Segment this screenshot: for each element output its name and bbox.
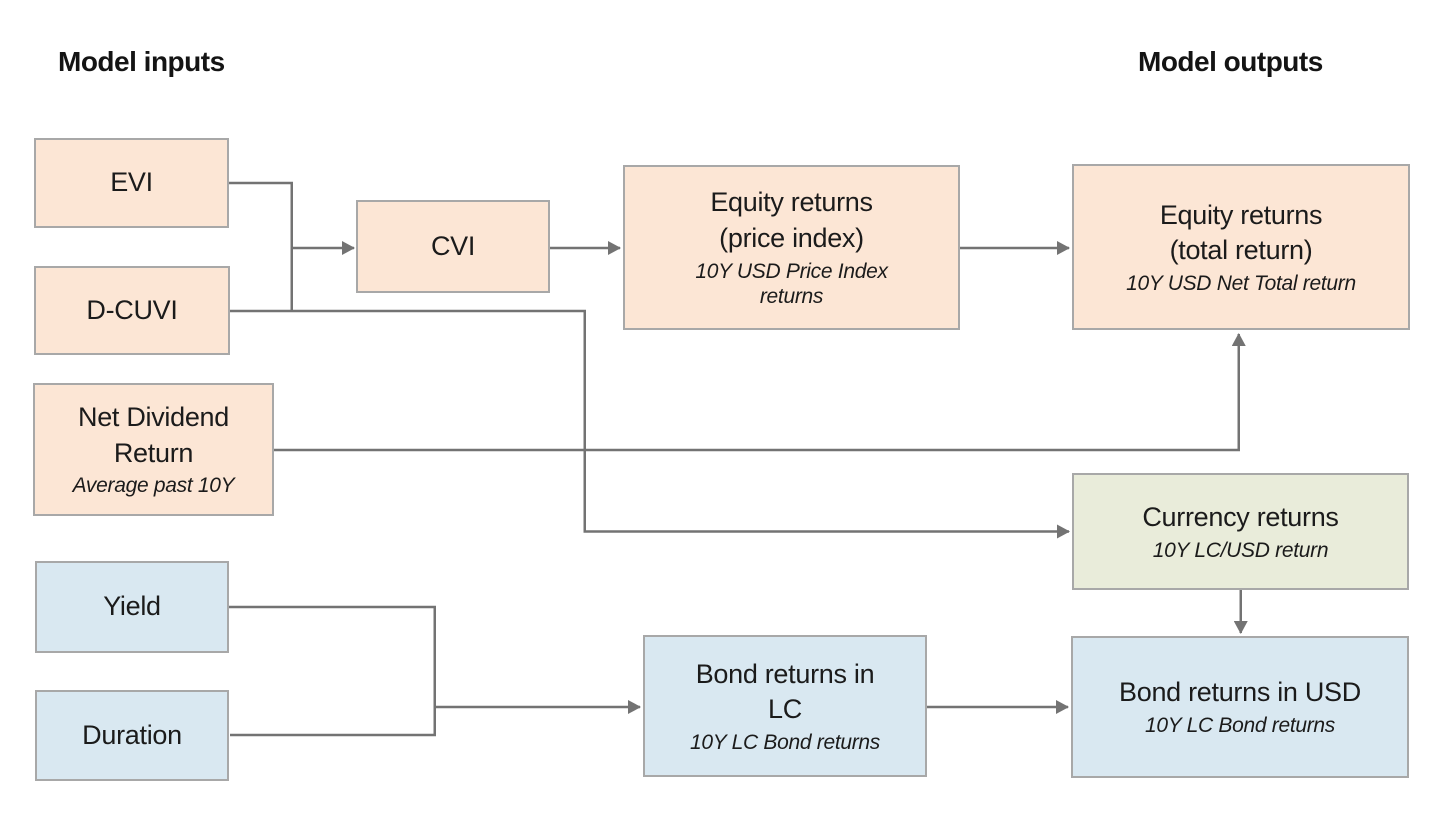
node-bond-returns-usd: Bond returns in USD 10Y LC Bond returns [1071,636,1409,778]
edge-dcuvi-to-currency [230,309,1070,539]
node-bond-lc-label: Bond returns in LC [695,658,875,725]
node-duration-label: Duration [82,719,182,750]
node-d-cuvi: D-CUVI [34,266,230,355]
node-equity-total-sublabel: 10Y USD Net Total return [1126,271,1356,295]
heading-model-outputs: Model outputs [1138,46,1323,77]
node-bond-usd-label: Bond returns in USD [1119,677,1361,708]
heading-model-inputs: Model inputs [58,46,225,77]
node-d-cuvi-label: D-CUVI [86,294,178,325]
edge-yield-duration-junction [229,605,436,737]
node-net-dividend-label: Net Dividend Return [78,402,229,468]
node-equity-total-label: Equity returns (total return) [1159,199,1323,266]
edge-evi-to-junction [229,181,293,311]
node-evi: EVI [34,138,229,228]
node-bond-returns-lc: Bond returns in LC 10Y LC Bond returns [643,635,927,777]
node-equity-price-sublabel: 10Y USD Price Index returns [695,259,888,309]
node-bond-lc-sublabel: 10Y LC Bond returns [689,730,881,754]
node-equity-returns-price-index: Equity returns (price index) 10Y USD Pri… [623,165,960,330]
node-duration: Duration [35,690,229,781]
node-cvi-label: CVI [430,230,476,261]
node-evi-label: EVI [110,167,153,198]
node-equity-price-label: Equity returns (price index) [710,187,873,253]
node-equity-returns-total-return: Equity returns (total return) 10Y USD Ne… [1072,164,1410,330]
edge-net-dividend-to-equity-total [274,333,1246,452]
node-currency-label: Currency returns [1142,501,1339,532]
node-yield-label: Yield [103,591,161,622]
node-net-dividend-return: Net Dividend Return Average past 10Y [33,383,274,516]
node-currency-sublabel: 10Y LC/USD return [1152,538,1329,562]
node-cvi: CVI [356,200,550,293]
node-currency-returns: Currency returns 10Y LC/USD return [1072,473,1409,590]
node-yield: Yield [35,561,229,653]
node-bond-usd-sublabel: 10Y LC Bond returns [1144,714,1336,737]
node-net-dividend-sublabel: Average past 10Y [72,474,235,498]
